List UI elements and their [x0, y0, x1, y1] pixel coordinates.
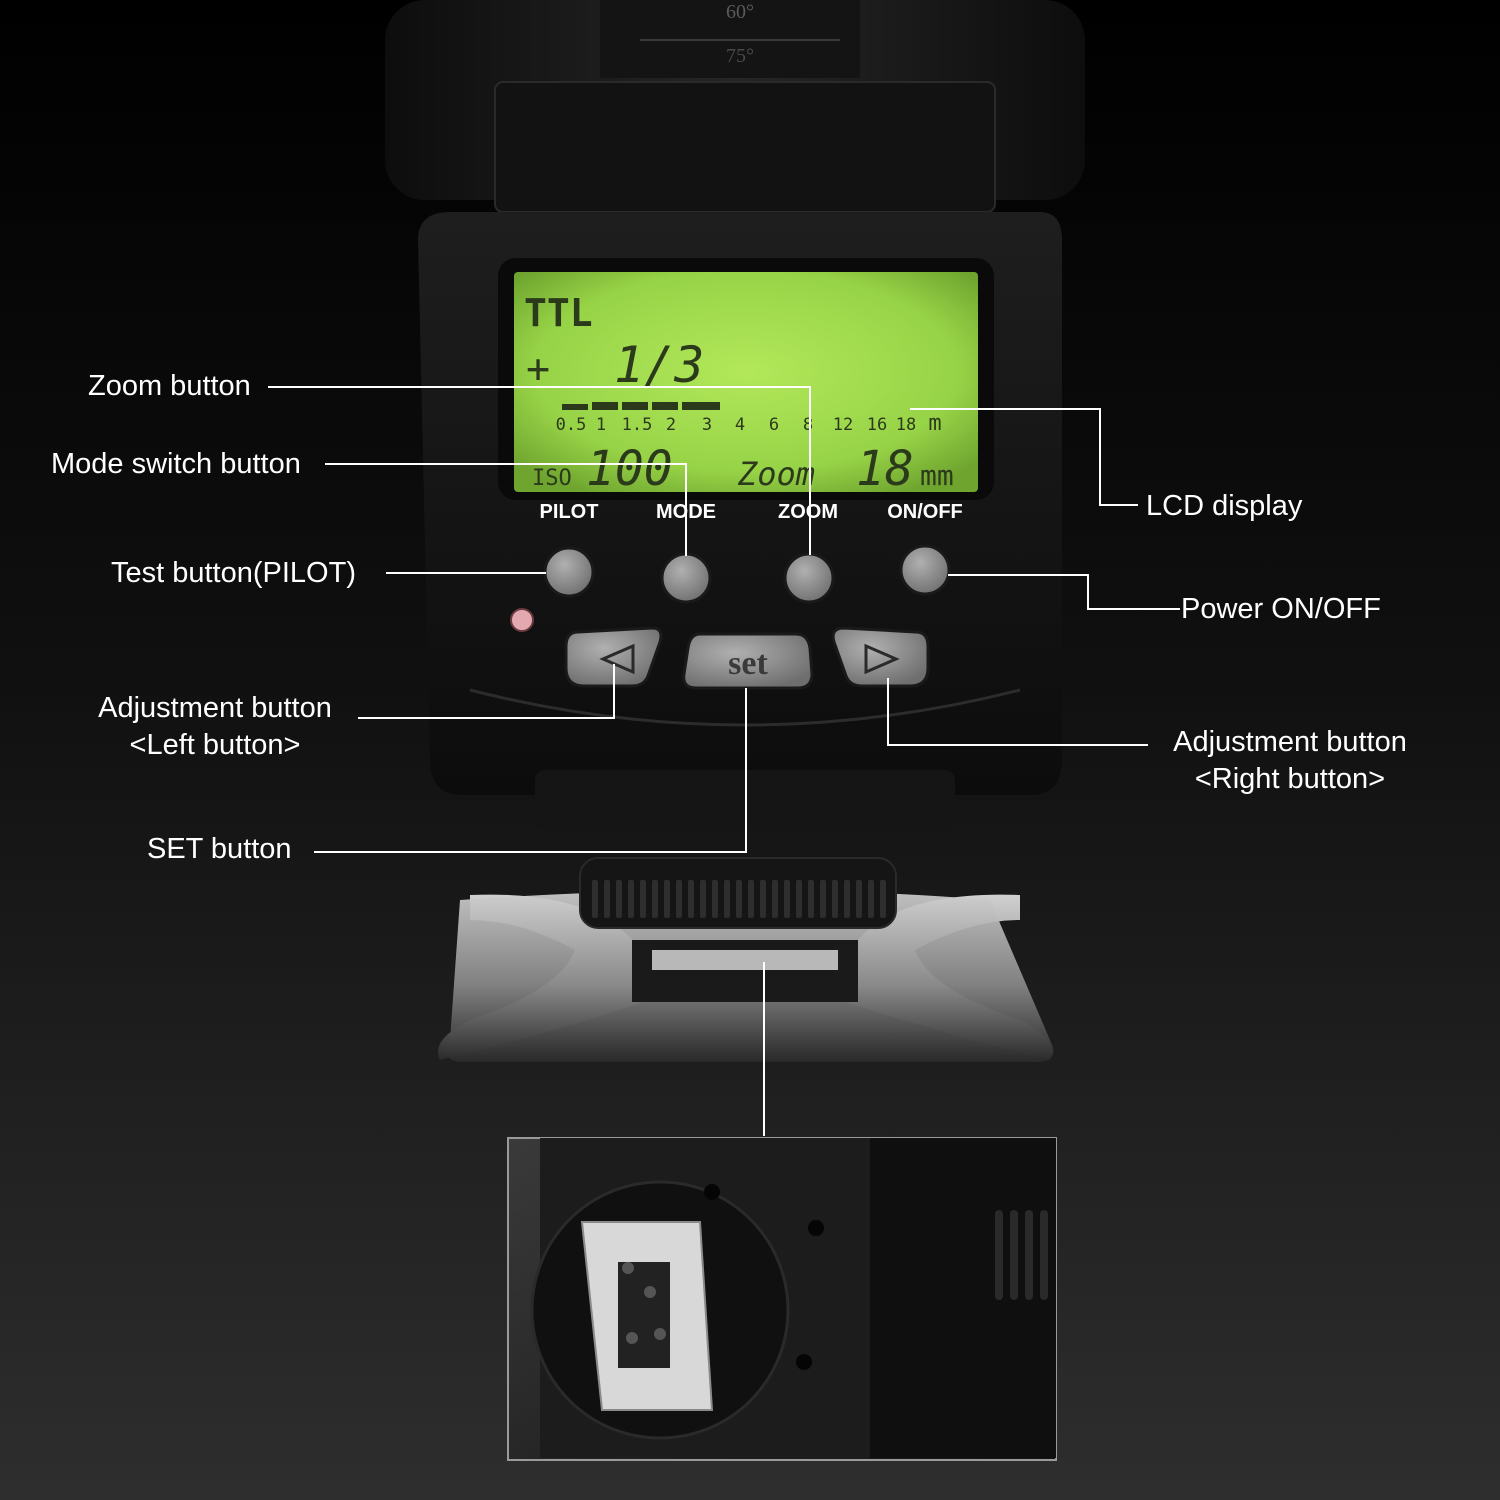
callout-lcd: LCD display: [1146, 490, 1303, 522]
set-leader-line: [314, 688, 747, 853]
lcd-mode: TTL: [524, 291, 593, 335]
lock-ring-ridge: [808, 880, 814, 918]
callout-adj-right-line2: <Right button>: [1194, 763, 1386, 795]
zoom-leader-line: [268, 386, 811, 555]
lock-ring-ridge: [760, 880, 766, 918]
lcd-exposure-value: 1/3: [614, 336, 704, 394]
lcd-scale-tick: 12: [833, 415, 853, 435]
inset-grip-vents: [995, 1210, 1048, 1300]
lock-ring-ridge: [676, 880, 682, 918]
callout-adj-right-line1: Adjustment button: [1173, 726, 1407, 758]
callout-mode: Mode switch button: [51, 448, 301, 480]
mode-button[interactable]: [660, 552, 712, 604]
hot-shoe-plate: [652, 950, 838, 970]
lock-ring-ridge: [700, 880, 706, 918]
flash-head-neck: [494, 81, 996, 213]
callout-adj-left: Adjustment button <Left button>: [86, 690, 344, 764]
lock-ring-ridge: [616, 880, 622, 918]
power-button[interactable]: [899, 544, 951, 596]
mode-leader-line: [325, 463, 687, 556]
callout-zoom: Zoom button: [88, 370, 251, 402]
lock-ring-ridge: [592, 880, 598, 918]
lock-ring-ridge: [604, 880, 610, 918]
lock-ring-ridge: [880, 880, 886, 918]
label-zoom: ZOOM: [778, 501, 838, 523]
right-arrow-icon: [864, 643, 900, 675]
lock-ring-ridge: [856, 880, 862, 918]
callout-test: Test button(PILOT): [111, 557, 356, 589]
flash-head: 60° 75°: [385, 0, 1085, 213]
lcd-scale-tick: 3: [702, 415, 712, 435]
callout-power: Power ON/OFF: [1181, 593, 1381, 625]
pilot-button[interactable]: [543, 546, 595, 598]
lock-ring-ridge: [748, 880, 754, 918]
inset-side: [870, 1138, 1056, 1458]
adj-right-leader-line: [887, 678, 1148, 746]
lcd-screen: [514, 272, 978, 492]
angle-mark-60: 60°: [726, 1, 754, 23]
lock-ring-ridges: [592, 880, 886, 918]
lcd-exposure-sign: +: [526, 346, 550, 392]
lcd-iso-value: 100: [586, 441, 673, 497]
lock-ring-ridge: [868, 880, 874, 918]
lcd-distance-scale: 0.5 1 1.5 2 3 4 6 8 12 16 18 m: [556, 411, 942, 436]
lcd-scale-tick: 0.5: [556, 415, 587, 435]
zoom-button[interactable]: [783, 552, 835, 604]
lcd-leader-line: [910, 408, 1138, 506]
stand-slot: [632, 940, 858, 1002]
set-button[interactable]: [682, 632, 814, 690]
label-pilot: PILOT: [540, 501, 599, 523]
lcd-zoom-value: 18: [856, 441, 914, 497]
lock-ring-ridge: [724, 880, 730, 918]
inset-screw-holes: [704, 1184, 824, 1370]
lock-ring-ridge: [712, 880, 718, 918]
set-button-label: set: [728, 645, 768, 682]
lcd-scale-tick: 6: [769, 415, 779, 435]
lcd-range-bar: [562, 402, 720, 410]
callout-adj-right: Adjustment button <Right button>: [1160, 724, 1420, 798]
adjust-left-button[interactable]: [564, 626, 663, 688]
lcd-scale-tick: 18: [896, 415, 916, 435]
lock-ring-ridge: [784, 880, 790, 918]
lock-ring-ridge: [628, 880, 634, 918]
lcd-scale-tick: 16: [867, 415, 887, 435]
lock-ring-ridge: [844, 880, 850, 918]
lock-ring-ridge: [796, 880, 802, 918]
adj-left-leader-line: [358, 664, 615, 719]
label-onoff: ON/OFF: [887, 501, 963, 523]
inset-shoe-contacts: [618, 1262, 670, 1368]
angle-mark-75: 75°: [726, 45, 754, 67]
lock-ring-ridge: [664, 880, 670, 918]
hot-shoe-inset: [507, 1137, 1057, 1461]
lock-ring-ridge: [652, 880, 658, 918]
flash-stand: [438, 857, 1054, 1062]
lock-ring-ridge: [832, 880, 838, 918]
lcd-scale-tick: 8: [803, 415, 813, 435]
indicator-led: [510, 608, 534, 632]
lcd-scale-tick: 1: [596, 415, 606, 435]
power-leader-line: [948, 574, 1180, 610]
lcd-scale-tick: 4: [735, 415, 745, 435]
lock-ring-ridge: [736, 880, 742, 918]
lock-ring-ridge: [820, 880, 826, 918]
lcd-display: TTL + 1/3 0.5 1 1.5 2 3 4 6 8 12 16 18 m ISO 100 Zo…: [498, 258, 994, 500]
lcd-iso-label: ISO: [532, 466, 572, 491]
lcd-zoom-unit: mm: [920, 459, 954, 492]
inset-contact-pins: [622, 1262, 666, 1344]
lock-ring-ridge: [772, 880, 778, 918]
lock-ring-ridge: [640, 880, 646, 918]
lcd-scale-tick: m: [928, 411, 941, 436]
callout-set: SET button: [147, 833, 292, 865]
lcd-zoom-label: Zoom: [737, 455, 815, 493]
left-arrow-icon: [599, 643, 635, 675]
leader-lines: [268, 386, 1180, 1136]
lock-ring-ridge: [688, 880, 694, 918]
callout-adj-left-line2: <Left button>: [129, 729, 301, 761]
lcd-scale-tick: 1.5: [622, 415, 653, 435]
adjust-right-button[interactable]: [831, 626, 930, 688]
lcd-scale-tick: 2: [666, 415, 676, 435]
callout-adj-left-line1: Adjustment button: [98, 692, 332, 724]
